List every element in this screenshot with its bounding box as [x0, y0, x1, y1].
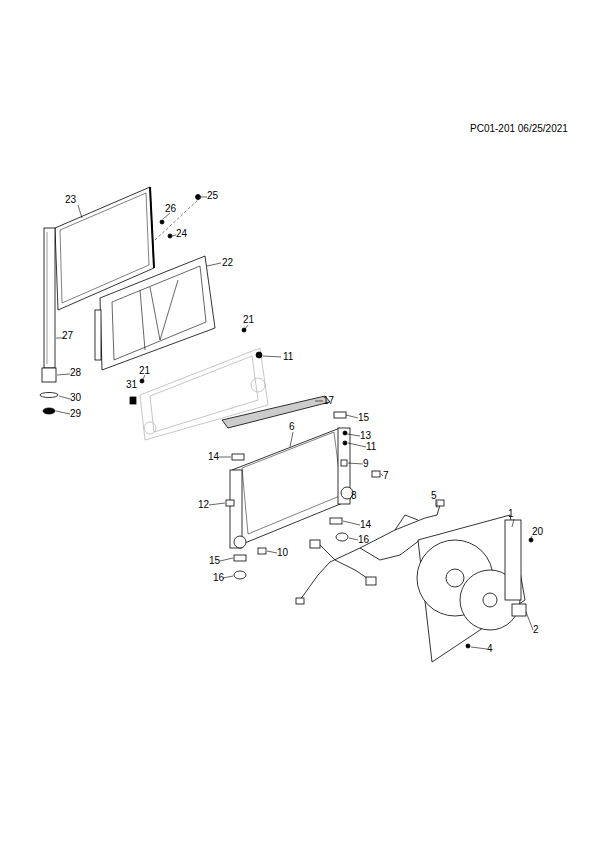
callout-number: 14	[208, 451, 219, 462]
callout-number: 16	[358, 534, 369, 545]
callout-number: 13	[360, 430, 371, 441]
callout-number: 29	[70, 408, 81, 419]
callout-number: 28	[70, 367, 81, 378]
callout-number: 10	[277, 547, 288, 558]
callout-number: 24	[176, 228, 187, 239]
callout-number: 4	[487, 643, 493, 654]
callout-number: 16	[213, 572, 224, 583]
callout-number: 17	[323, 395, 334, 406]
callout-number: 9	[363, 458, 369, 469]
callout-number: 20	[532, 526, 543, 537]
callout-number: 11	[366, 441, 376, 452]
callout-number: 21	[243, 314, 254, 325]
callout-number: 21	[139, 365, 150, 376]
callout-number: 14	[360, 519, 371, 530]
callout-number: 30	[70, 392, 81, 403]
callout-number: 1	[508, 508, 514, 519]
callout-number: 6	[289, 421, 295, 432]
callout-number: 15	[358, 412, 369, 423]
callout-number: 27	[62, 330, 73, 341]
callout-number: 12	[198, 499, 209, 510]
callout-number: 23	[65, 194, 76, 205]
callout-number: 7	[383, 470, 389, 481]
callout-number: 2	[533, 624, 539, 635]
callout-number: 8	[351, 490, 357, 501]
callout-number: 22	[222, 257, 233, 268]
callout-number: 31	[126, 379, 137, 390]
drawing-code: PC01-201 06/25/2021	[470, 123, 568, 134]
callout-number: 5	[431, 490, 437, 501]
callout-number: 26	[165, 203, 176, 214]
callout-number: 11	[283, 351, 293, 362]
callout-number: 25	[207, 190, 218, 201]
callout-number: 15	[209, 555, 220, 566]
